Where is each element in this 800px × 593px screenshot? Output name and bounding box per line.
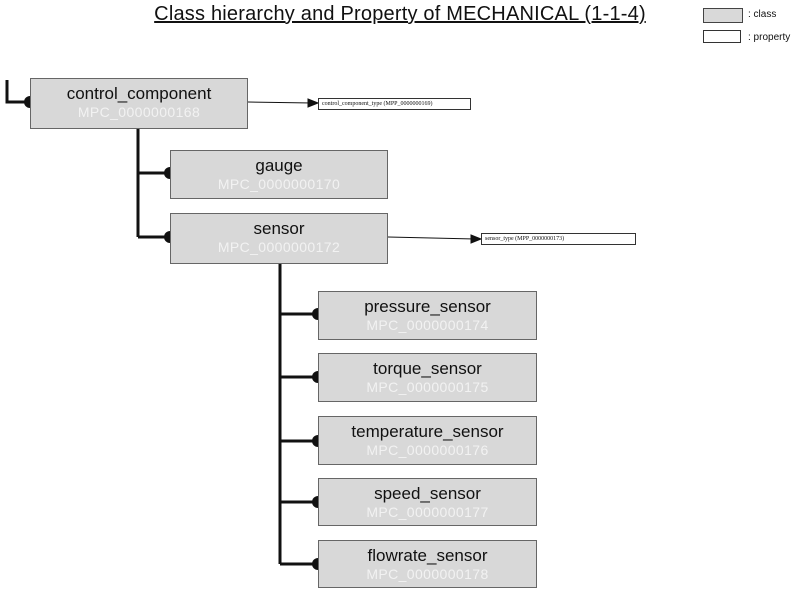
class-name: temperature_sensor — [351, 422, 504, 441]
class-id: MPC_0000000176 — [366, 442, 489, 458]
legend-class-label: : class — [748, 9, 777, 20]
legend-property-swatch — [703, 30, 741, 43]
page-title: Class hierarchy and Property of MECHANIC… — [154, 3, 646, 25]
class-id: MPC_0000000174 — [366, 317, 489, 333]
class-id: MPC_0000000178 — [366, 566, 489, 582]
class-name: control_component — [66, 84, 212, 103]
legend-class-swatch — [703, 8, 743, 23]
class-id: MPC_0000000170 — [217, 176, 341, 192]
class-node-gauge[interactable]: gauge MPC_0000000170 — [170, 150, 388, 199]
class-node-temperature-sensor[interactable]: temperature_sensor MPC_0000000176 — [318, 416, 537, 465]
legend-property-label: : property — [748, 32, 791, 43]
arrow-control-component-type — [247, 101, 313, 104]
class-name: torque_sensor — [373, 359, 482, 378]
class-name: gauge — [255, 156, 303, 175]
class-node-sensor[interactable]: sensor MPC_0000000172 — [170, 213, 388, 264]
class-node-torque-sensor[interactable]: torque_sensor MPC_0000000175 — [318, 353, 537, 402]
arrowhead-control-component-type — [307, 98, 320, 108]
class-id: MPC_0000000177 — [366, 504, 489, 520]
property-control-component-type[interactable]: control_component_type (MPP_0000000169) — [318, 98, 471, 110]
class-id: MPC_0000000175 — [366, 379, 489, 395]
class-node-flowrate-sensor[interactable]: flowrate_sensor MPC_0000000178 — [318, 540, 537, 588]
class-node-pressure-sensor[interactable]: pressure_sensor MPC_0000000174 — [318, 291, 537, 340]
property-sensor-type[interactable]: sensor_type (MPP_0000000173) — [481, 233, 636, 245]
class-name: flowrate_sensor — [367, 546, 488, 565]
class-node-control-component[interactable]: control_component MPC_0000000168 — [30, 78, 248, 129]
arrow-sensor-type — [387, 236, 476, 240]
root-connector — [5, 80, 30, 104]
class-name: speed_sensor — [374, 484, 481, 503]
arrowhead-sensor-type — [470, 234, 483, 244]
class-node-speed-sensor[interactable]: speed_sensor MPC_0000000177 — [318, 478, 537, 526]
class-name: sensor — [253, 219, 305, 238]
class-id: MPC_0000000172 — [217, 239, 341, 255]
class-id: MPC_0000000168 — [77, 104, 201, 120]
class-name: pressure_sensor — [364, 297, 491, 316]
